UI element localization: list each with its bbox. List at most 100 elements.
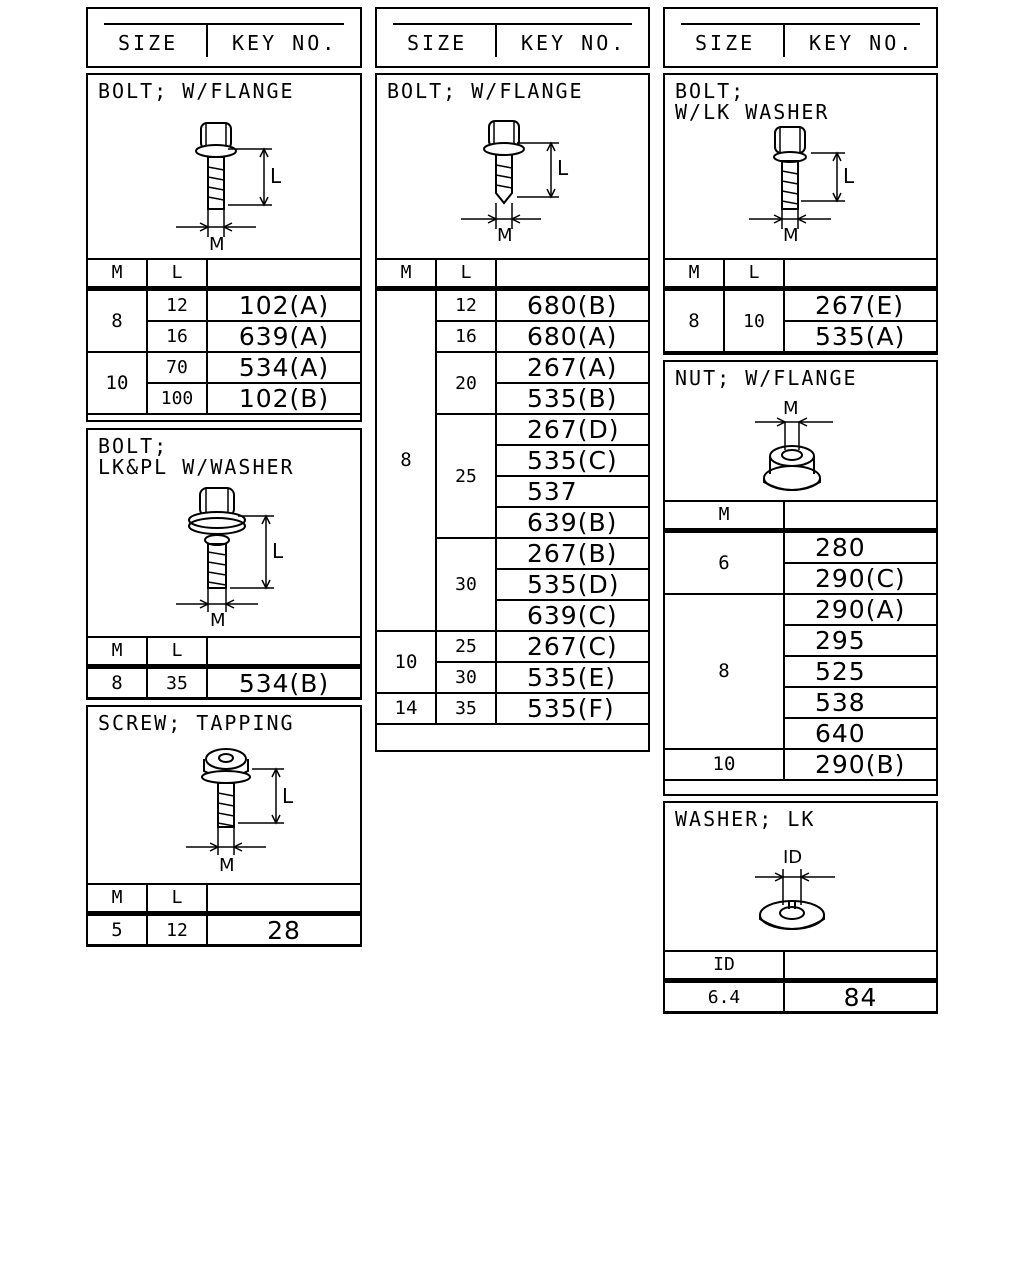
svg-text:M: M <box>209 234 225 255</box>
key-no-cell: 535(F) <box>495 692 650 725</box>
key-no-cell: 267(B) <box>495 537 650 570</box>
header-divider <box>783 23 785 57</box>
key-no-cell: 535(C) <box>495 444 650 477</box>
col-id-header: ID <box>663 950 785 982</box>
l-cell: 25 <box>435 630 497 663</box>
col-key-header <box>495 258 650 290</box>
m-cell: 10 <box>86 351 148 415</box>
table-row: 30 267(B) <box>376 537 650 632</box>
key-no-cell: 102(A) <box>206 286 362 322</box>
m-cell: 10 <box>375 630 437 694</box>
key-no-cell: 535(D) <box>495 568 650 601</box>
m-cell: 5 <box>86 911 148 947</box>
col-key-header <box>206 258 362 290</box>
part-title: SCREW; TAPPING <box>98 711 295 735</box>
part-title: BOLT; W/FLANGE <box>98 79 295 103</box>
header-box-3: SIZE KEY NO. <box>663 7 938 68</box>
size-table: M L 8 12 680(B) 16 680(A) 20 267(A) 535(… <box>375 258 650 725</box>
table-row: 525 <box>664 655 938 688</box>
l-cell: 35 <box>435 692 497 725</box>
screw-tapping-panel: SCREW; TAPPING L M M L 5 12 28 <box>86 705 362 947</box>
header-rule <box>681 23 920 25</box>
washer-bolt-drawing: L M <box>176 487 284 631</box>
header-divider <box>495 23 497 57</box>
m-cell: 8 <box>86 286 148 353</box>
flange-bolt-drawing: L M <box>461 120 569 246</box>
key-no-cell: 534(A) <box>206 351 362 384</box>
size-heading: SIZE <box>407 31 468 55</box>
l-cell: 30 <box>435 661 497 694</box>
part-title: WASHER; LK <box>675 807 816 831</box>
key-no-cell: 639(B) <box>495 506 650 539</box>
table-row: 295 <box>664 624 938 657</box>
table-row: 5 12 28 <box>86 911 362 947</box>
col-m-header: M <box>663 258 725 290</box>
key-no-cell: 535(A) <box>783 320 938 353</box>
key-no-cell: 267(D) <box>495 413 650 446</box>
part-title: NUT; W/FLANGE <box>675 366 858 390</box>
table-row: 6 280 <box>663 528 938 595</box>
col-l-header: L <box>146 883 208 915</box>
l-cell: 16 <box>435 320 497 353</box>
col-key-header <box>206 883 362 915</box>
table-row: 537 <box>376 475 650 508</box>
col-l-header: L <box>146 258 208 290</box>
svg-text:L: L <box>282 784 294 808</box>
svg-text:L: L <box>557 156 569 180</box>
bolt-flange-panel-middle: BOLT; W/FLANGE L M M L 8 12 680(B) <box>375 73 650 752</box>
col-key-header <box>206 636 362 668</box>
svg-text:M: M <box>497 225 513 246</box>
size-heading: SIZE <box>118 31 179 55</box>
lock-washer-drawing: ID <box>755 847 835 930</box>
table-row: 25 267(D) <box>376 413 650 539</box>
key-no-cell: 28 <box>206 911 362 947</box>
table-row: 639(B) <box>376 506 650 539</box>
flange-nut-drawing: M <box>755 398 833 491</box>
l-cell: 35 <box>146 664 208 700</box>
header-divider <box>206 23 208 57</box>
m-cell: 8 <box>663 593 785 750</box>
key-no-cell: 525 <box>783 655 938 688</box>
svg-text:M: M <box>783 225 799 246</box>
key-no-cell: 290(B) <box>783 748 938 781</box>
part-title: BOLT; LK&PL W/WASHER <box>98 434 295 479</box>
l-cell: 12 <box>146 286 208 322</box>
col-m-header: M <box>375 258 437 290</box>
l-cell: 12 <box>146 911 208 947</box>
bolt-lk-washer-panel: BOLT; W/LK WASHER L M M L 8 10 267(E) <box>663 73 938 355</box>
table-row: 10 290(B) <box>663 748 938 781</box>
table-row: 8 12 102(A) <box>86 286 362 353</box>
key-no-cell: 639(A) <box>206 320 362 353</box>
key-no-cell: 538 <box>783 686 938 719</box>
m-cell: 8 <box>375 286 437 632</box>
svg-text:M: M <box>783 398 799 419</box>
table-row: 640 <box>664 717 938 750</box>
key-no-heading: KEY NO. <box>809 31 915 55</box>
header-rule <box>393 23 632 25</box>
size-table: M L 8 12 102(A) 16 639(A) 10 70 534(A) 1… <box>86 258 362 415</box>
m-cell: 10 <box>663 748 785 781</box>
svg-text:L: L <box>843 164 855 188</box>
l-cell: 20 <box>435 351 497 415</box>
key-no-cell: 639(C) <box>495 599 650 632</box>
size-table: M 6 280 290(C) 8 290(A) 295 525 538 640 … <box>663 500 938 781</box>
table-row: 6.4 84 <box>663 978 938 1014</box>
table-row: 535(A) <box>664 320 938 353</box>
col-m-header: M <box>86 636 148 668</box>
col-key-header <box>783 950 938 982</box>
key-no-cell: 640 <box>783 717 938 750</box>
size-heading: SIZE <box>695 31 756 55</box>
table-row: 535(C) <box>376 444 650 477</box>
table-row: 8 290(A) <box>663 593 938 750</box>
flange-bolt-drawing: L M <box>176 122 282 255</box>
bolt-flange-panel: BOLT; W/FLANGE L M M L 8 12 102(A) <box>86 73 362 422</box>
svg-text:ID: ID <box>783 847 802 868</box>
m-cell: 8 <box>86 664 148 700</box>
svg-text:M: M <box>210 610 226 631</box>
table-row: 16 639(A) <box>87 320 362 353</box>
table-row: 20 267(A) <box>376 351 650 415</box>
table-row: 14 35 535(F) <box>375 692 650 725</box>
key-no-heading: KEY NO. <box>232 31 338 55</box>
l-cell: 10 <box>723 286 785 353</box>
header-rule <box>104 23 344 25</box>
